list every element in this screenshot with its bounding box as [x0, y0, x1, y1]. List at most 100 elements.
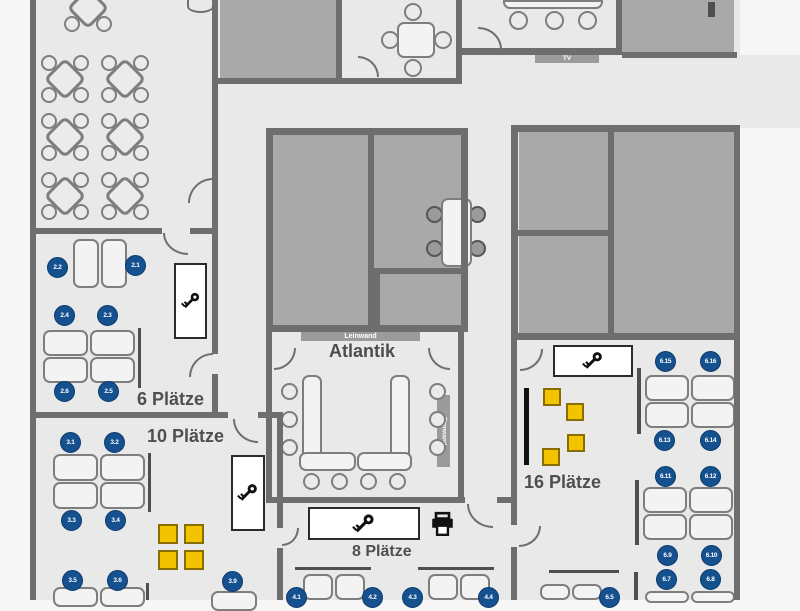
chair-icon: [101, 55, 117, 71]
seat-badge[interactable]: 3.6: [107, 570, 128, 591]
seat-badge[interactable]: 6.14: [700, 430, 721, 451]
seat-badge[interactable]: 4.2: [362, 587, 383, 608]
seat-badge[interactable]: 6.15: [655, 351, 676, 372]
seat-badge[interactable]: 2.1: [125, 255, 146, 276]
desk: [428, 574, 458, 600]
chair-icon: [41, 145, 57, 161]
key-box[interactable]: [553, 345, 633, 377]
key-icon: [582, 352, 602, 369]
wall: [190, 228, 218, 234]
locker-square: [184, 524, 204, 544]
seat-badge[interactable]: 6.16: [700, 351, 721, 372]
locker-square: [542, 448, 560, 466]
wall: [336, 0, 342, 84]
wall: [212, 0, 218, 234]
desk: [100, 587, 145, 607]
room-label-10-plaetze: 10 Plätze: [147, 426, 225, 446]
room-label-atlantik: Atlantik: [328, 341, 395, 361]
chair-icon: [41, 87, 57, 103]
wall: [511, 340, 517, 497]
seat-badge[interactable]: 4.4: [478, 587, 499, 608]
desk: [572, 584, 602, 600]
seat-badge[interactable]: 4.3: [402, 587, 423, 608]
desk: [691, 402, 735, 428]
conference-table: [302, 375, 322, 463]
seat-badge[interactable]: 2.5: [98, 381, 119, 402]
pinnwand-bar: Pinnwand: [437, 395, 450, 467]
tv-screen: TV: [535, 54, 599, 63]
door-arc: [187, 0, 214, 13]
wall: [266, 128, 273, 332]
room-fill-room-wc-h: [519, 236, 608, 333]
desk: [645, 591, 689, 603]
chair-icon: [133, 172, 149, 188]
wall: [212, 234, 218, 354]
chair-icon: [281, 383, 298, 400]
monitor-bar: [708, 2, 715, 17]
wall: [497, 497, 516, 503]
wall: [374, 268, 380, 332]
chair-icon: [101, 172, 117, 188]
long-table: [503, 0, 603, 9]
seat-badge[interactable]: 3.9: [222, 571, 243, 592]
chair-icon: [434, 31, 452, 49]
key-icon: [352, 513, 374, 532]
chair-icon: [41, 55, 57, 71]
desk: [73, 239, 99, 288]
desk: [540, 584, 570, 600]
locker-square: [158, 524, 178, 544]
wall: [518, 230, 608, 236]
conference-table: [357, 452, 412, 471]
whiteboard-line: [295, 567, 371, 570]
desk: [90, 357, 135, 383]
room-fill-room-treppe-right: [614, 132, 734, 333]
key-box[interactable]: [174, 263, 207, 339]
desk: [303, 574, 333, 600]
key-box[interactable]: [308, 507, 420, 540]
seat-badge[interactable]: 3.1: [60, 432, 81, 453]
whiteboard-line: [138, 328, 141, 388]
wall: [266, 497, 465, 503]
seat-badge[interactable]: 3.4: [105, 510, 126, 531]
seat-badge[interactable]: 6.12: [700, 466, 721, 487]
wall: [266, 128, 468, 135]
square-table: [397, 22, 435, 58]
chair-icon: [41, 204, 57, 220]
room-label-8-plaetze: 8 Plätze: [352, 543, 412, 560]
seat-badge[interactable]: 6.10: [701, 545, 722, 566]
chair-icon: [389, 473, 406, 490]
seat-badge[interactable]: 3.5: [62, 570, 83, 591]
wall: [608, 132, 614, 333]
wall: [622, 52, 737, 58]
chair-icon: [101, 87, 117, 103]
chair-icon: [64, 16, 80, 32]
seat-badge[interactable]: 3.3: [61, 510, 82, 531]
seat-badge[interactable]: 2.6: [54, 381, 75, 402]
seat-badge[interactable]: 6.7: [656, 569, 677, 590]
seat-badge[interactable]: 6.5: [599, 587, 620, 608]
seat-badge[interactable]: 6.11: [655, 466, 676, 487]
locker-square: [184, 550, 204, 570]
seat-badge[interactable]: 4.1: [286, 587, 307, 608]
key-box[interactable]: [231, 455, 265, 531]
seat-badge[interactable]: 2.4: [54, 305, 75, 326]
chair-icon: [41, 113, 57, 129]
seat-badge[interactable]: 2.2: [47, 257, 68, 278]
chair-icon: [73, 145, 89, 161]
seat-badge[interactable]: 6.8: [700, 569, 721, 590]
chair-icon: [133, 145, 149, 161]
seat-badge[interactable]: 3.2: [104, 432, 125, 453]
seat-badge[interactable]: 6.13: [654, 430, 675, 451]
seat-badge[interactable]: 2.3: [97, 305, 118, 326]
whiteboard-line: [549, 570, 619, 573]
chair-icon: [73, 172, 89, 188]
key-icon: [180, 292, 199, 309]
conference-table: [390, 375, 410, 463]
chair-icon: [73, 87, 89, 103]
desk: [101, 239, 127, 288]
seat-badge[interactable]: 6.9: [657, 545, 678, 566]
whiteboard-line: [146, 583, 149, 600]
locker-square: [543, 388, 561, 406]
locker-square: [158, 550, 178, 570]
